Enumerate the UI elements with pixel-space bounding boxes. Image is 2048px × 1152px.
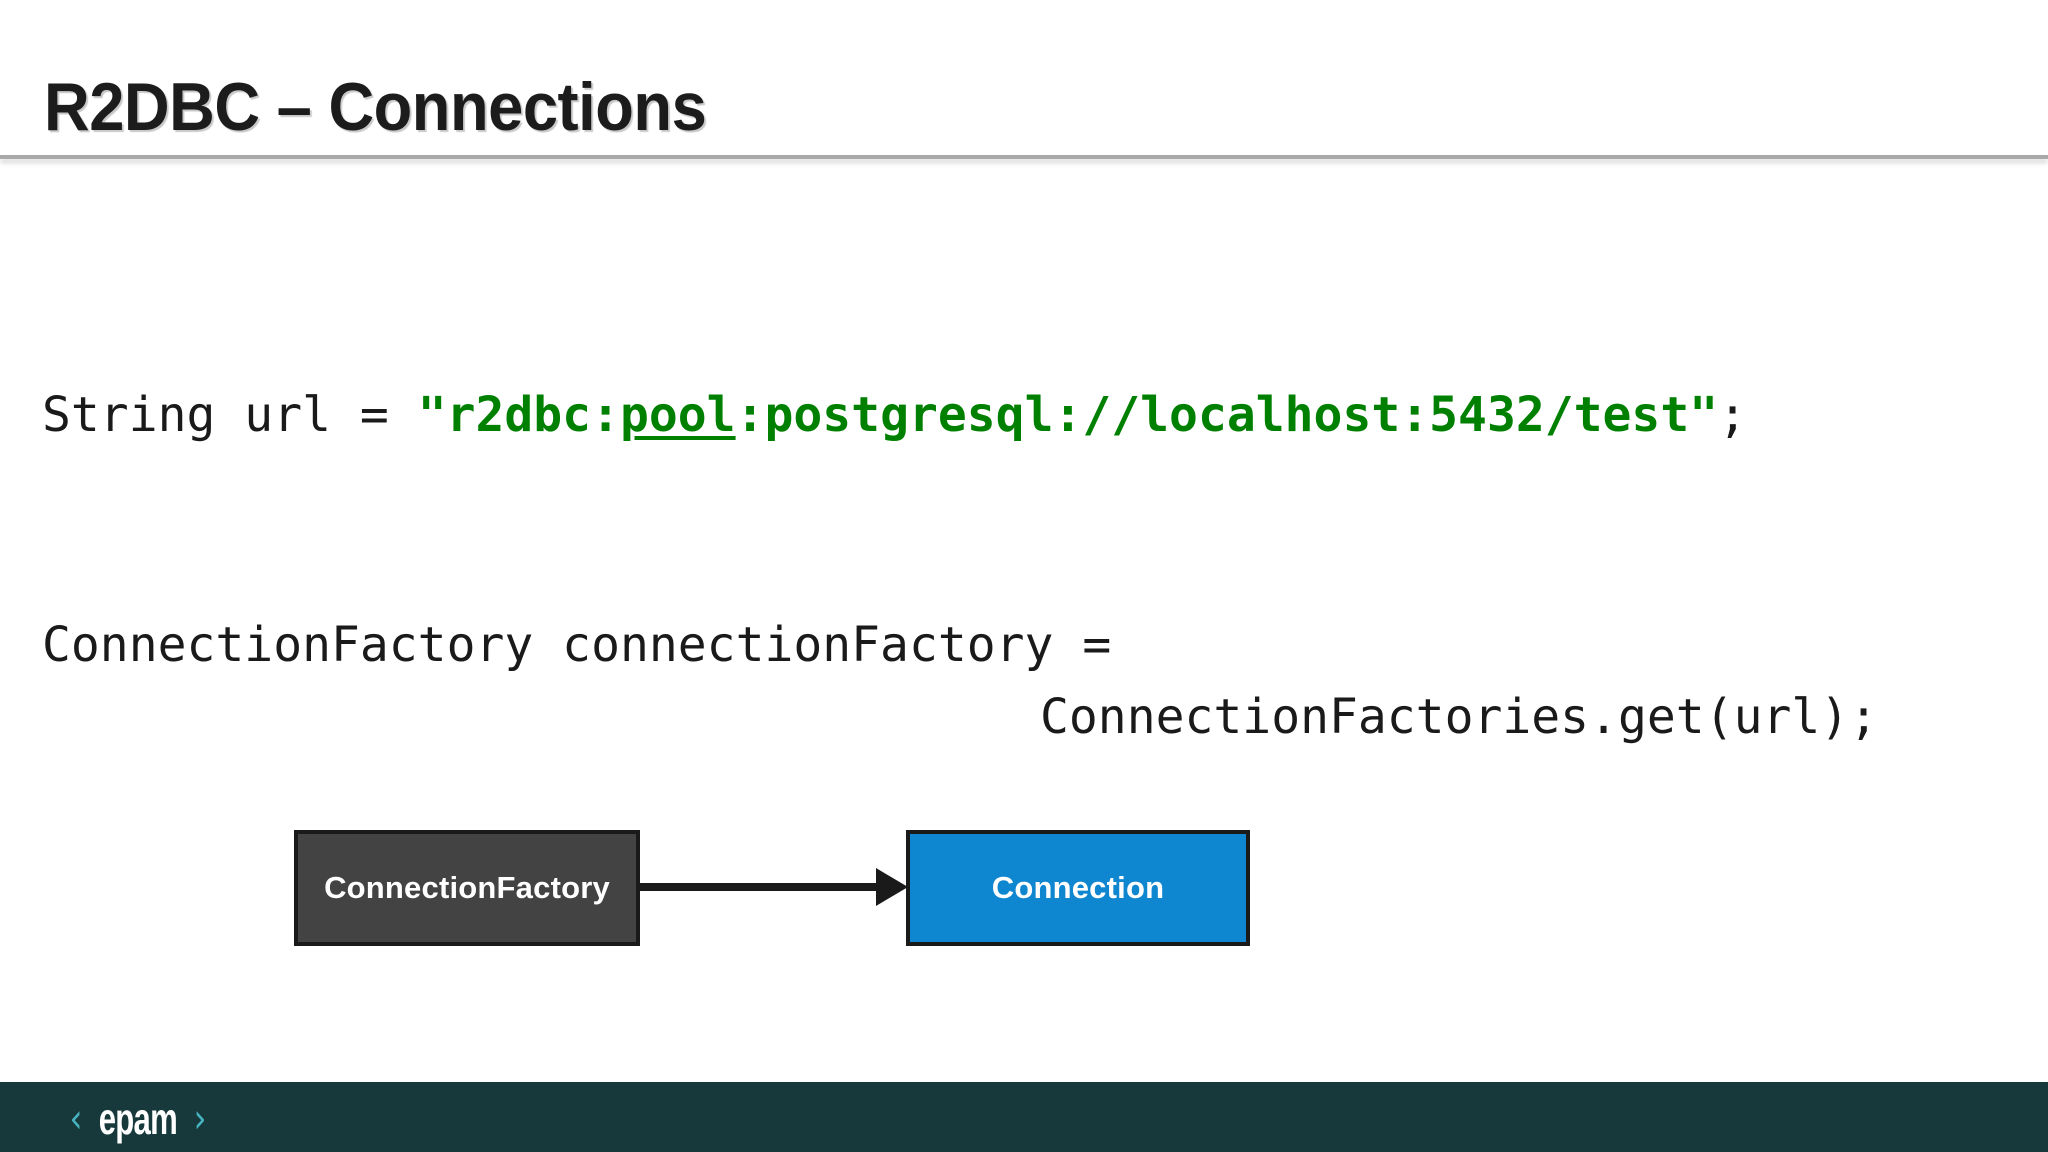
- diagram-arrow-head-icon: [876, 868, 908, 906]
- footer-bar: [0, 1082, 2048, 1152]
- header-divider: [0, 155, 2048, 159]
- code-line-2: ConnectionFactory connectionFactory =: [42, 617, 1112, 673]
- logo-left-bracket-icon: ‹: [69, 1096, 83, 1142]
- code-semicolon: ;: [1718, 387, 1748, 443]
- logo-right-bracket-icon: ›: [193, 1096, 207, 1142]
- code-string-pool-token: pool: [619, 387, 736, 443]
- diagram-node-connection-factory-label: ConnectionFactory: [324, 870, 610, 905]
- diagram-node-connection-factory: ConnectionFactory: [294, 830, 640, 946]
- code-string-rest: :postgresql://localhost:5432/test": [735, 387, 1719, 443]
- code-string-open: "r2dbc:: [417, 387, 620, 443]
- diagram-arrow-line: [640, 883, 880, 891]
- code-keyword-declaration: String url =: [42, 387, 418, 443]
- page-title: R2DBC – Connections: [44, 68, 707, 145]
- epam-logo: ‹ epam ›: [68, 1093, 208, 1144]
- diagram-node-connection-label: Connection: [991, 870, 1165, 905]
- diagram-node-connection: Connection: [906, 830, 1250, 946]
- logo-wordmark: epam: [98, 1093, 178, 1144]
- code-line-3: ConnectionFactories.get(url);: [1040, 689, 1879, 745]
- code-line-1: String url = "r2dbc:pool:postgresql://lo…: [42, 386, 1747, 445]
